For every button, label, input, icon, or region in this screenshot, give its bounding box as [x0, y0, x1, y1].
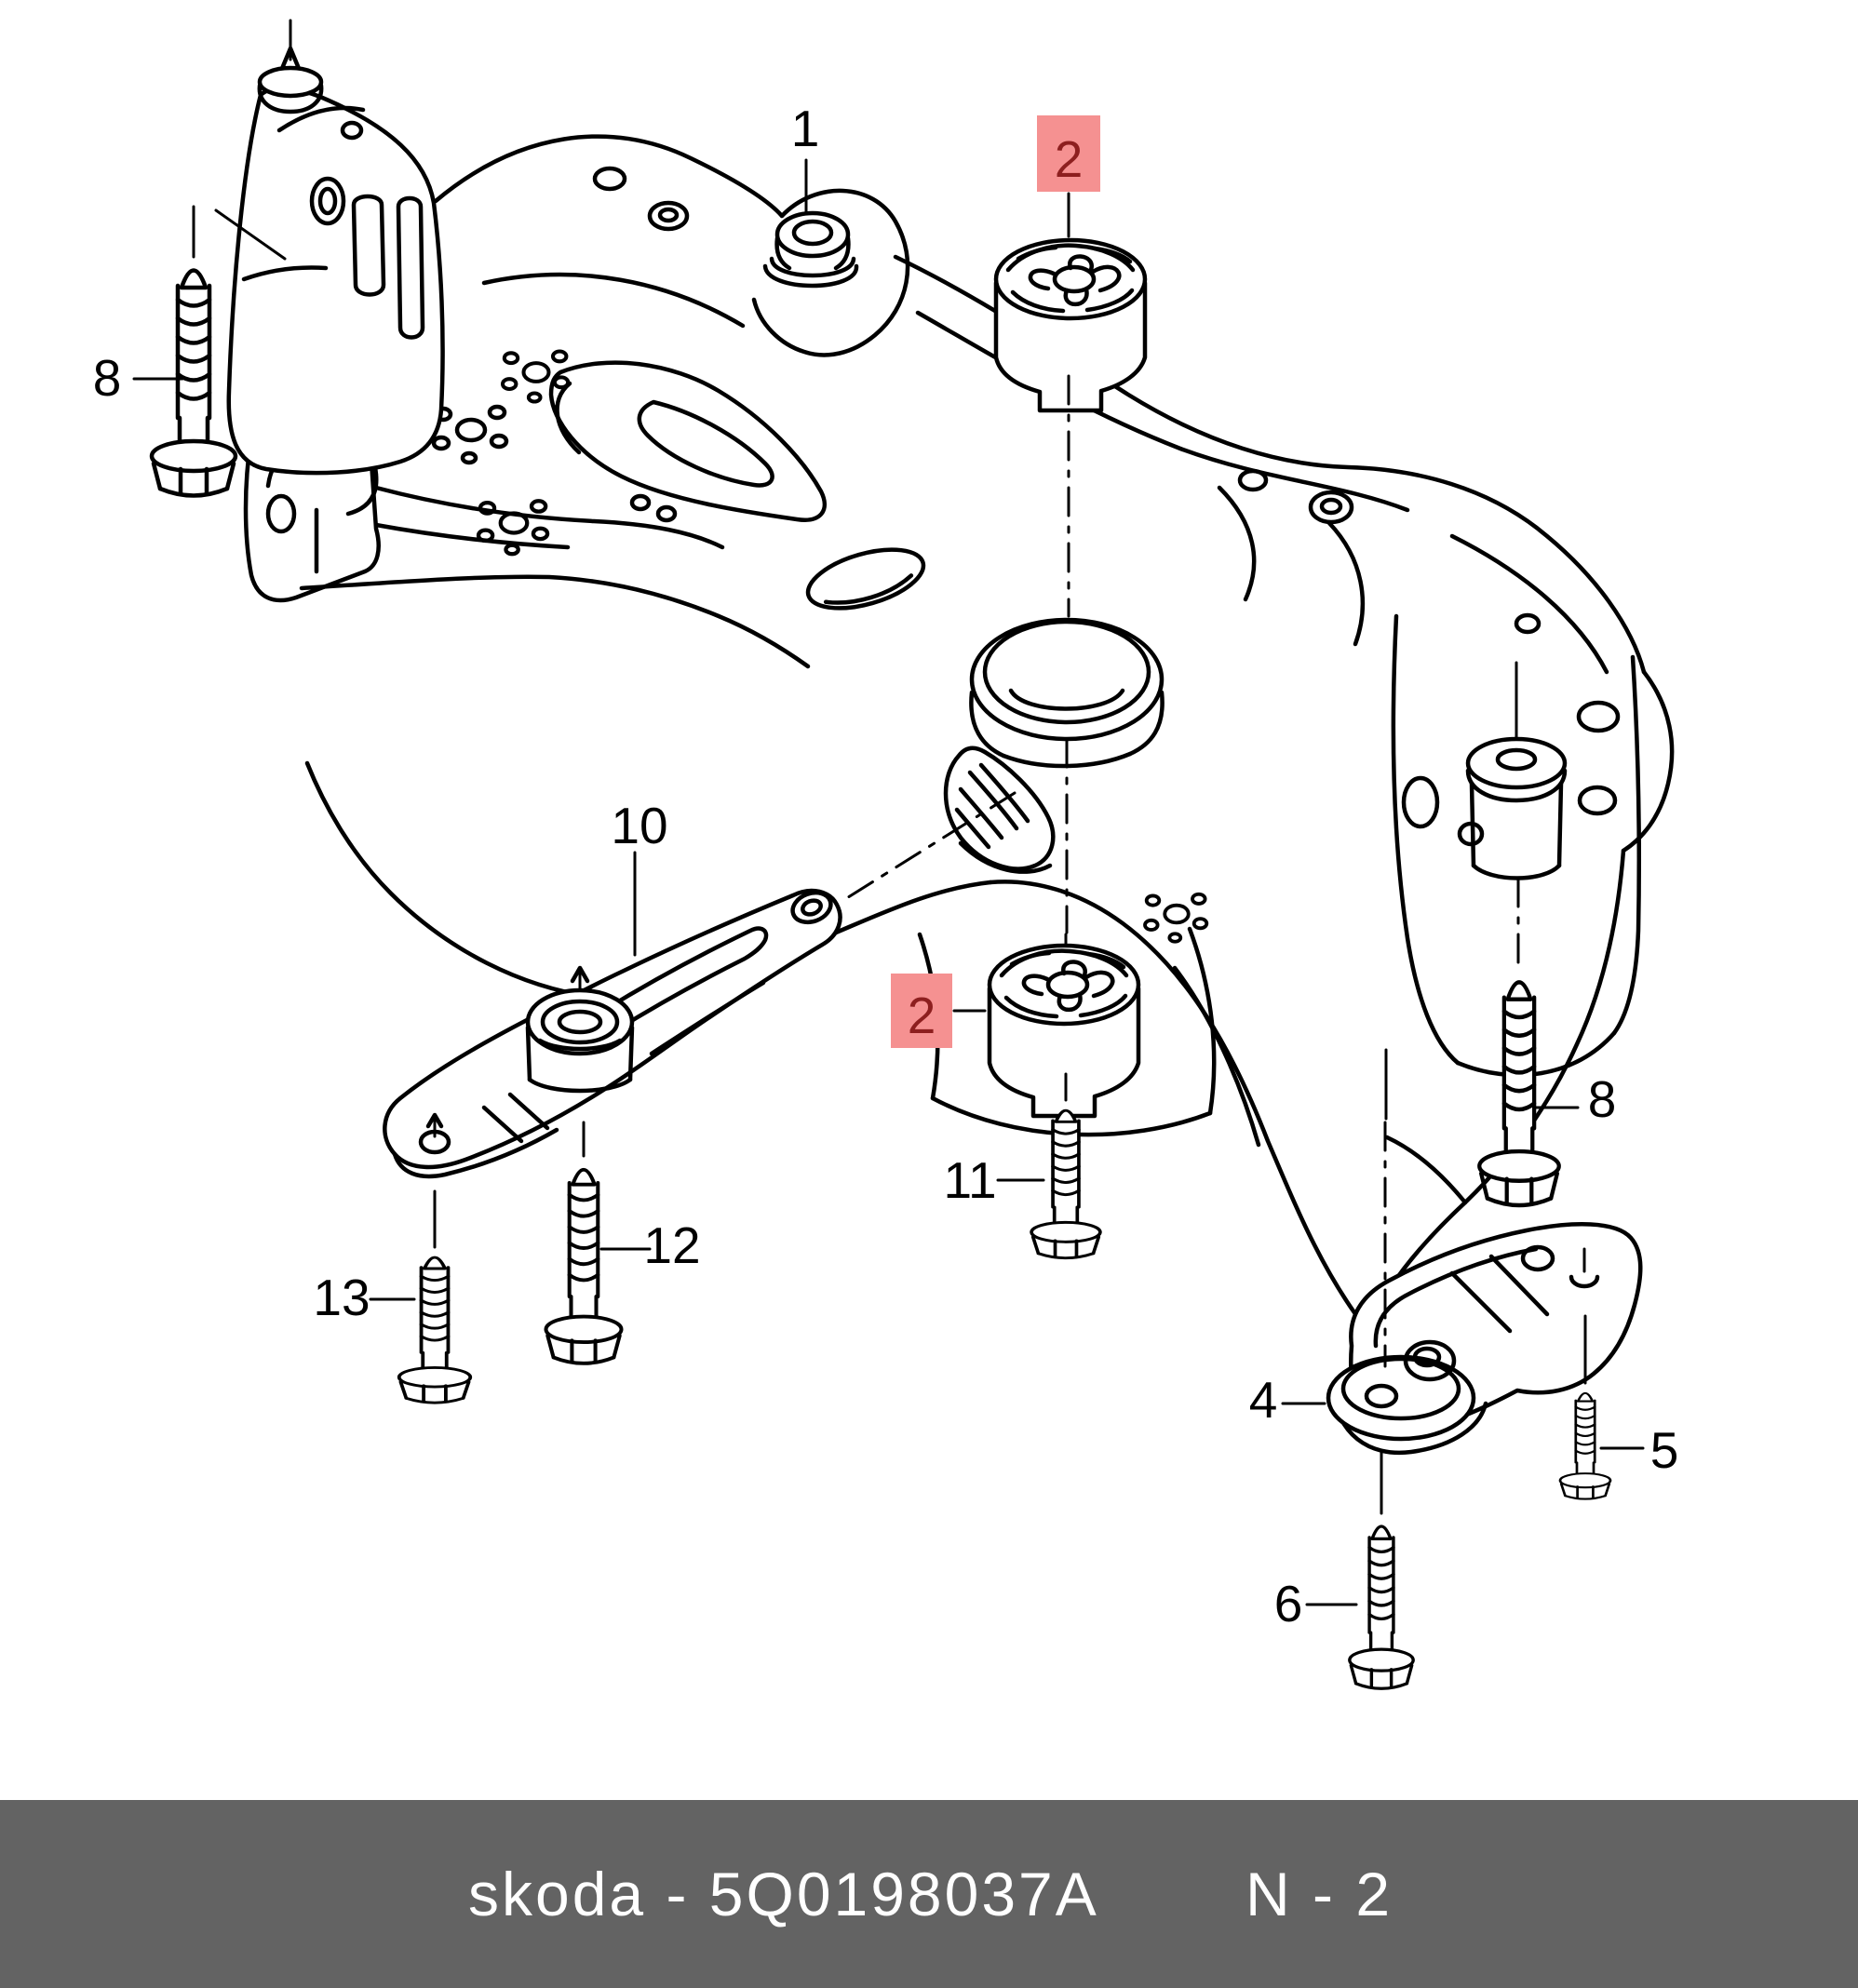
footer-part-code: skoda - 5Q0198037A: [468, 1860, 1099, 1928]
callout-2-top[interactable]: 2: [1037, 115, 1100, 192]
footer-bar: skoda - 5Q0198037A N - 2: [0, 1800, 1858, 1988]
callout-11-label[interactable]: 11: [943, 1151, 996, 1209]
highlight-box-bottom[interactable]: [891, 974, 952, 1048]
callout-4[interactable]: 4: [1249, 1371, 1278, 1429]
callout-10-label[interactable]: 10: [611, 797, 667, 854]
callout-2-top-label[interactable]: 2: [1055, 130, 1084, 188]
bolt-5: [1558, 1391, 1612, 1500]
bolt-8-left: [152, 271, 236, 496]
callout-6-label[interactable]: 6: [1274, 1575, 1303, 1632]
engine-mount-bushing-top: [996, 240, 1145, 410]
callout-12-label[interactable]: 12: [643, 1216, 700, 1274]
bolt-6: [1348, 1525, 1415, 1690]
callout-1[interactable]: 1: [791, 100, 820, 157]
engine-mount-bushing-bottom: [990, 933, 1138, 1116]
callout-2-bottom-label[interactable]: 2: [908, 987, 936, 1044]
exploded-diagram: 1 2 8 10 2 11 12 13 8 4 5 6: [93, 19, 1679, 1690]
footer-page-ref: N - 2: [1245, 1860, 1394, 1928]
torque-arm: [383, 888, 842, 1179]
bolt-8-right: [1479, 982, 1559, 1205]
subframe-tower-bracket: [226, 19, 445, 476]
callout-12[interactable]: 12: [643, 1216, 700, 1274]
part1-bushing: [762, 210, 859, 289]
callout-8-left-label[interactable]: 8: [93, 349, 122, 407]
highlight-box-top[interactable]: [1037, 115, 1100, 192]
pendulum-support-bracket: [1326, 1222, 1643, 1456]
callout-11[interactable]: 11: [943, 1151, 996, 1209]
callout-8-left[interactable]: 8: [93, 349, 122, 407]
callout-10[interactable]: 10: [611, 797, 667, 854]
callout-8-right-label[interactable]: 8: [1588, 1070, 1617, 1128]
callout-8-right[interactable]: 8: [1588, 1070, 1617, 1128]
callout-6[interactable]: 6: [1274, 1575, 1303, 1632]
callout-5[interactable]: 5: [1650, 1421, 1679, 1479]
leader-lines: [132, 158, 1645, 1606]
callout-1-label[interactable]: 1: [791, 100, 820, 157]
callout-2-bottom[interactable]: 2: [891, 974, 952, 1048]
bolt-13: [397, 1256, 473, 1405]
callout-4-label[interactable]: 4: [1249, 1371, 1278, 1429]
callout-13[interactable]: 13: [313, 1269, 370, 1326]
bolt-12: [546, 1170, 622, 1363]
callout-5-label[interactable]: 5: [1650, 1421, 1679, 1479]
callout-13-label[interactable]: 13: [313, 1269, 370, 1326]
